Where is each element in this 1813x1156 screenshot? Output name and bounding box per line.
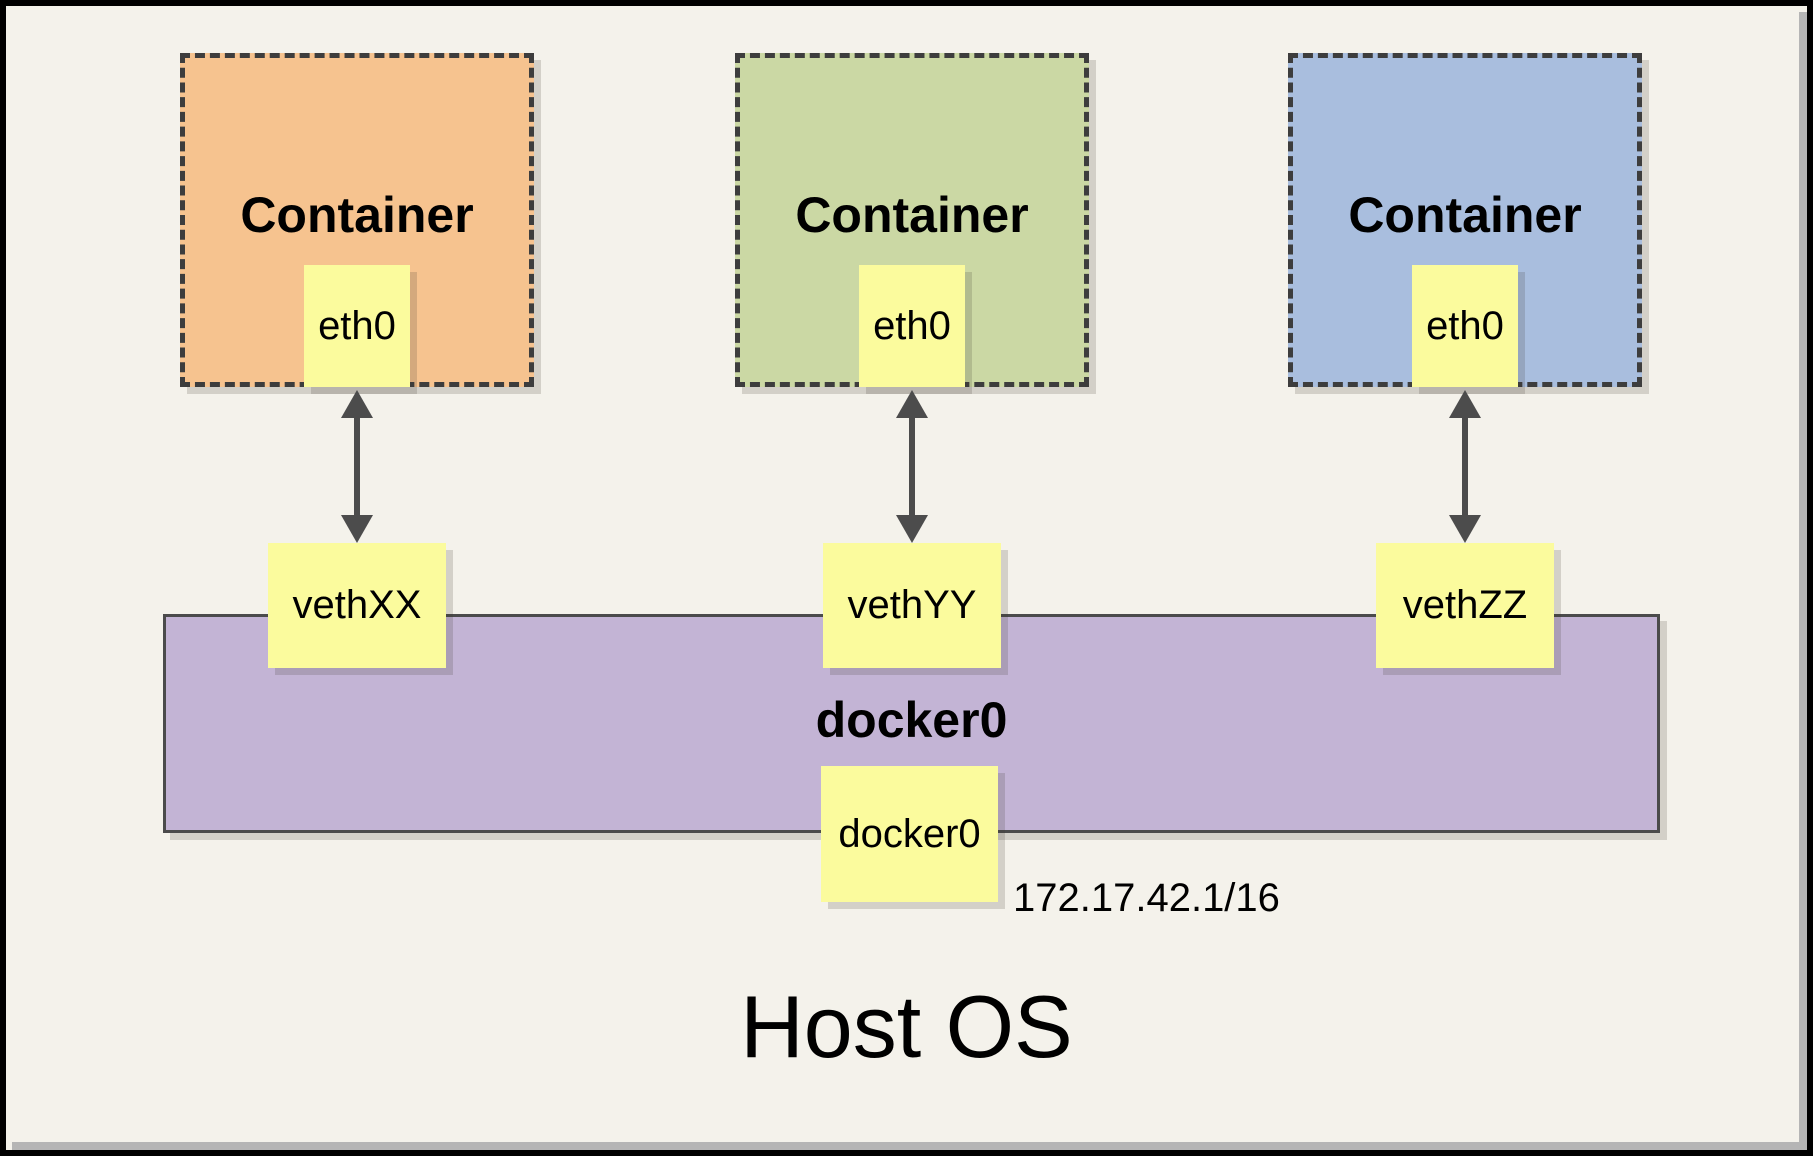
container-label: Container xyxy=(795,187,1029,243)
arrow-shaft xyxy=(909,416,915,517)
eth0-interface-box: eth0 xyxy=(304,265,410,387)
arrow-shaft xyxy=(354,416,360,517)
eth0-interface-box: eth0 xyxy=(859,265,965,387)
arrowhead-down-icon xyxy=(896,515,928,543)
arrow-shaft xyxy=(1462,416,1468,517)
double-arrow-icon xyxy=(1448,390,1482,543)
container-label: Container xyxy=(1348,187,1582,243)
docker0-interface-box: docker0 xyxy=(821,766,998,902)
arrowhead-down-icon xyxy=(1449,515,1481,543)
eth0-interface-box: eth0 xyxy=(1412,265,1518,387)
host-os-label: Host OS xyxy=(740,977,1073,1076)
arrowhead-up-icon xyxy=(1449,390,1481,418)
container-box-2: Container eth0 xyxy=(735,53,1089,387)
arrowhead-up-icon xyxy=(341,390,373,418)
page-shadow-bottom xyxy=(12,1142,1808,1151)
veth-box-xx: vethXX xyxy=(268,543,446,668)
double-arrow-icon xyxy=(895,390,929,543)
docker0-bridge-label: docker0 xyxy=(815,692,1008,748)
container-box-3: Container eth0 xyxy=(1288,53,1642,387)
page-shadow-right xyxy=(1799,12,1808,1151)
arrowhead-down-icon xyxy=(341,515,373,543)
veth-box-yy: vethYY xyxy=(823,543,1001,668)
bridge-ip-address: 172.17.42.1/16 xyxy=(1013,876,1280,920)
container-label: Container xyxy=(240,187,474,243)
container-box-1: Container eth0 xyxy=(180,53,534,387)
arrowhead-up-icon xyxy=(896,390,928,418)
veth-box-zz: vethZZ xyxy=(1376,543,1554,668)
double-arrow-icon xyxy=(340,390,374,543)
